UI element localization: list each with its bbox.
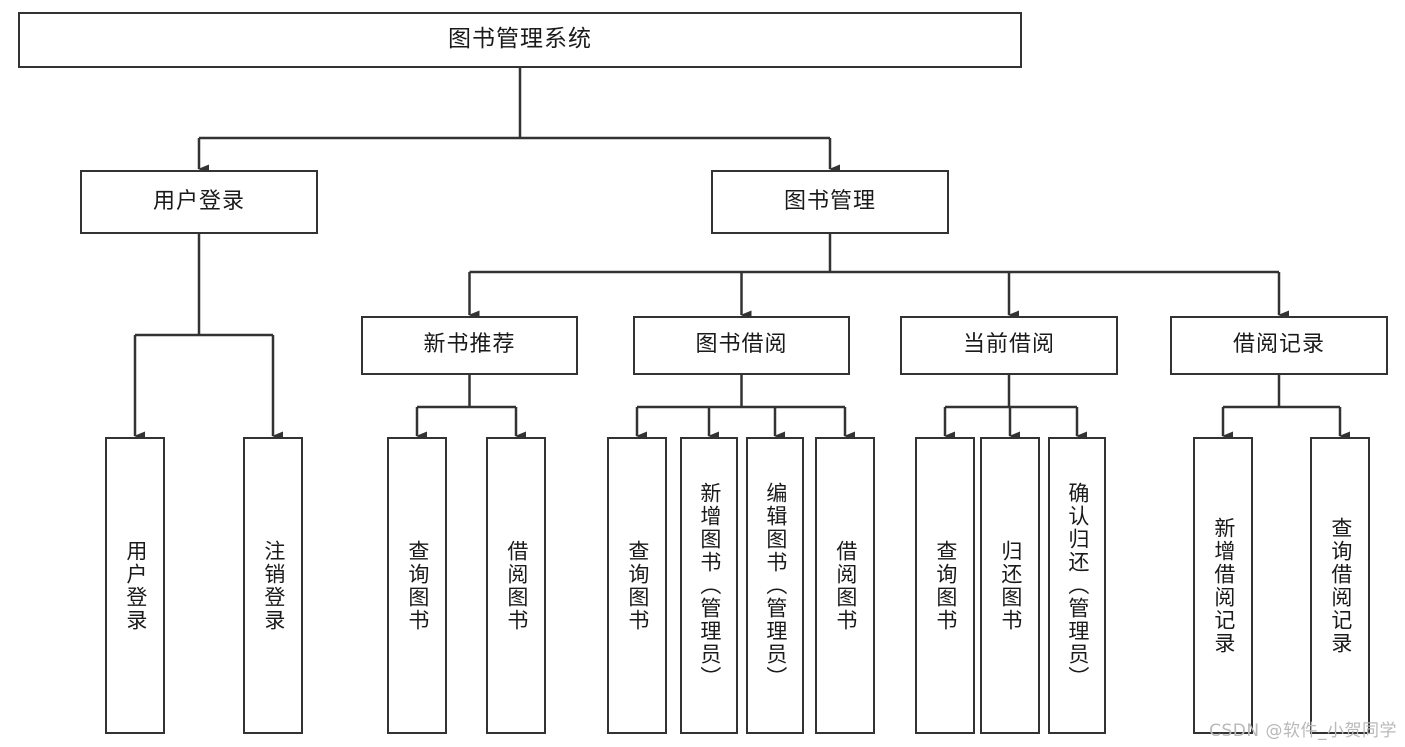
- node-label-leaf-borrow-book: 借阅图书: [833, 539, 858, 632]
- node-label-book-borrow: 图书借阅: [695, 332, 788, 358]
- node-borrow-record[interactable]: 借阅记录: [1170, 316, 1388, 375]
- node-label-leaf-borrow-book-recommend: 借阅图书: [504, 539, 529, 632]
- node-label-new-book-recommend: 新书推荐: [423, 332, 516, 358]
- node-book-manage[interactable]: 图书管理: [711, 170, 949, 234]
- node-user-login[interactable]: 用户登录: [80, 170, 318, 234]
- node-leaf-add-borrow-record[interactable]: 新增借阅记录: [1193, 437, 1253, 734]
- node-leaf-query-book-current[interactable]: 查询图书: [915, 437, 975, 734]
- node-leaf-add-book[interactable]: 新增图书（管理员）: [680, 437, 738, 734]
- node-current-borrow[interactable]: 当前借阅: [900, 316, 1118, 375]
- node-label-user-login: 用户登录: [152, 188, 245, 214]
- node-label-leaf-query-book-borrow: 查询图书: [625, 539, 650, 632]
- node-label-leaf-add-borrow-record: 新增借阅记录: [1211, 516, 1236, 655]
- node-label-leaf-query-book-recommend: 查询图书: [405, 539, 430, 632]
- node-leaf-logout[interactable]: 注销登录: [243, 437, 303, 734]
- node-label-leaf-add-book: 新增图书（管理员）: [697, 482, 722, 689]
- node-leaf-query-book-recommend[interactable]: 查询图书: [387, 437, 447, 734]
- node-leaf-edit-book[interactable]: 编辑图书（管理员）: [746, 437, 804, 734]
- connector-lines: [133, 68, 1350, 441]
- node-leaf-borrow-book[interactable]: 借阅图书: [815, 437, 875, 734]
- node-label-leaf-edit-book: 编辑图书（管理员）: [763, 482, 788, 689]
- node-label-root: 图书管理系统: [448, 26, 592, 53]
- node-label-book-manage: 图书管理: [783, 188, 876, 214]
- node-root[interactable]: 图书管理系统: [18, 12, 1022, 68]
- node-leaf-query-book-borrow[interactable]: 查询图书: [607, 437, 667, 734]
- node-label-current-borrow: 当前借阅: [962, 332, 1055, 358]
- node-leaf-borrow-book-recommend[interactable]: 借阅图书: [486, 437, 546, 734]
- node-book-borrow[interactable]: 图书借阅: [633, 316, 850, 375]
- node-leaf-return-book[interactable]: 归还图书: [980, 437, 1040, 734]
- watermark-text: CSDN @软件_小贺同学: [1209, 721, 1397, 741]
- node-label-borrow-record: 借阅记录: [1232, 332, 1325, 358]
- node-label-leaf-user-login: 用户登录: [123, 539, 148, 632]
- node-label-leaf-logout: 注销登录: [261, 539, 286, 632]
- node-leaf-confirm-return[interactable]: 确认归还（管理员）: [1048, 437, 1106, 734]
- node-label-leaf-query-borrow-record: 查询借阅记录: [1328, 516, 1353, 655]
- node-label-leaf-query-book-current: 查询图书: [933, 539, 958, 632]
- node-leaf-query-borrow-record[interactable]: 查询借阅记录: [1310, 437, 1370, 734]
- node-label-leaf-return-book: 归还图书: [998, 539, 1023, 632]
- node-leaf-user-login[interactable]: 用户登录: [105, 437, 165, 734]
- node-new-book-recommend[interactable]: 新书推荐: [361, 316, 578, 375]
- node-label-leaf-confirm-return: 确认归还（管理员）: [1065, 482, 1090, 689]
